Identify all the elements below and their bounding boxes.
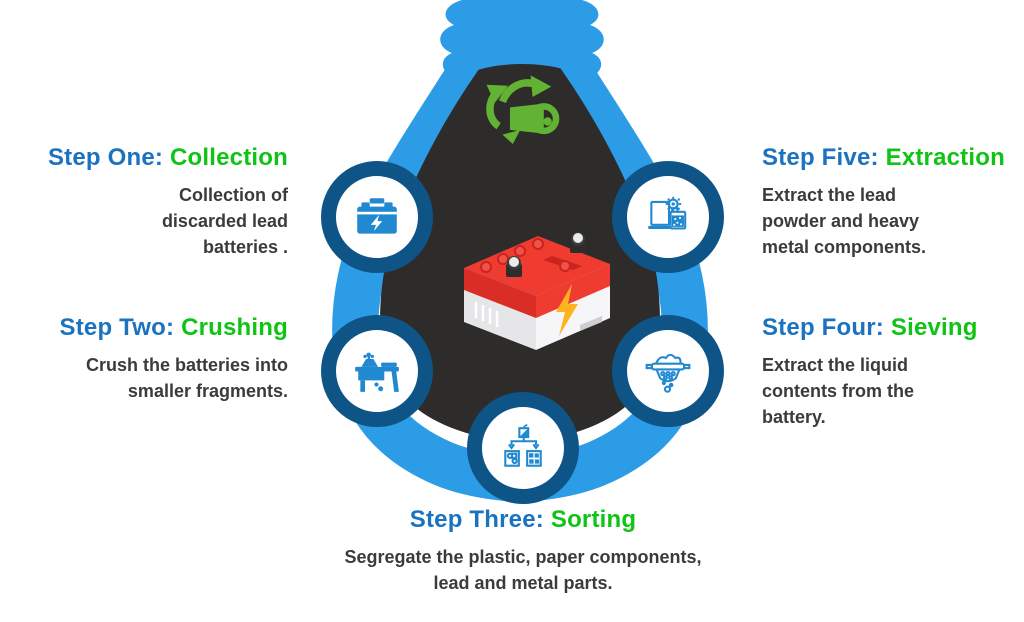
step-four-badge (612, 315, 724, 427)
recycle-icon (486, 75, 560, 145)
step-five-badge (612, 161, 724, 273)
battery-terminal (506, 256, 522, 277)
step-three-title-name: Sorting (550, 506, 637, 533)
step-five-title-name: Extraction (885, 144, 1005, 171)
step-three-badge (467, 392, 579, 504)
battery-illustration (464, 232, 610, 350)
step-five-description: Extract the lead powder and heavy metal … (762, 185, 927, 257)
step-five-title: Step Five: Extraction (762, 144, 1014, 172)
step-four-title: Step Four: Sieving (762, 314, 1014, 342)
step-two-title-name: Crushing (181, 314, 288, 341)
step-two-title-prefix: Step Two: (59, 314, 175, 341)
step-four-title-name: Sieving (890, 314, 978, 341)
step-five-title-prefix: Step Five: (762, 144, 879, 171)
step-five-block: Step Five: Extraction Extract the lead p… (762, 144, 1014, 260)
step-three-title-prefix: Step Three: (409, 506, 544, 533)
step-three-title: Step Three: Sorting (298, 506, 748, 534)
step-one-title: Step One: Collection (40, 144, 288, 172)
step-two-title: Step Two: Crushing (40, 314, 288, 342)
extraction-tank-icon (648, 196, 687, 230)
step-four-block: Step Four: Sieving Extract the liquid co… (762, 314, 1014, 430)
step-three-description: Segregate the plastic, paper components,… (344, 547, 702, 593)
step-one-title-prefix: Step One: (47, 144, 164, 171)
step-one-title-name: Collection (169, 144, 288, 171)
battery-terminal (570, 232, 586, 253)
crusher-machine-icon (355, 352, 399, 392)
step-one-description: Collection of discarded lead batteries . (161, 185, 288, 257)
step-one-block: Step One: Collection Collection of disca… (40, 144, 288, 260)
step-two-block: Step Two: Crushing Crush the batteries i… (40, 314, 289, 404)
battery-icon (357, 198, 397, 234)
step-one-badge (321, 161, 433, 273)
step-three-block: Step Three: Sorting Segregate the plasti… (298, 506, 748, 596)
step-two-description: Crush the batteries into smaller fragmen… (85, 355, 288, 401)
lightning-bolt (556, 284, 578, 336)
step-two-badge (321, 315, 433, 427)
step-four-title-prefix: Step Four: (762, 314, 884, 341)
bulb-screw-cap (440, 0, 604, 80)
sieve-icon (645, 353, 691, 393)
step-four-description: Extract the liquid contents from the bat… (762, 355, 915, 427)
sorting-bins-icon (504, 424, 542, 467)
